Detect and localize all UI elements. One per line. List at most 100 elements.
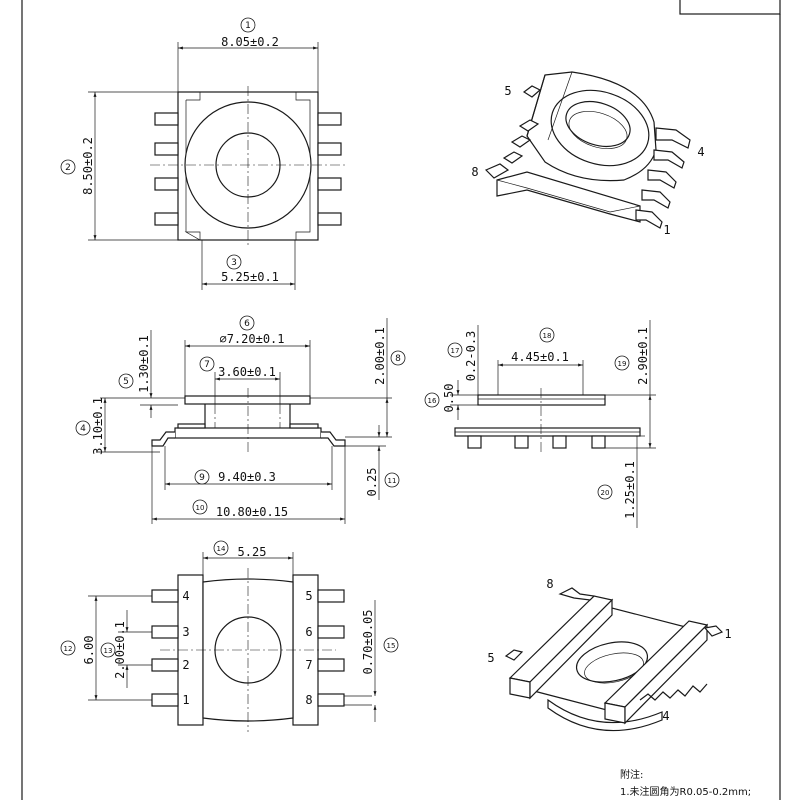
callout-circle — [60, 640, 76, 656]
dimension-text: 4.45±0.1 — [511, 350, 569, 364]
callout-circle — [60, 159, 76, 175]
side-view-top-flange — [184, 395, 311, 405]
dimension-text: 5.25±0.1 — [221, 270, 279, 284]
dimension-text: 3.10±0.1 — [91, 397, 105, 455]
callout-circle — [614, 355, 630, 371]
iso-round-base — [547, 698, 663, 732]
callout-circle — [118, 373, 134, 389]
callout-number: 12 — [64, 645, 73, 653]
callout-number: 8 — [395, 354, 401, 364]
callout-number: 17 — [451, 347, 460, 355]
callout-number: 11 — [388, 477, 397, 485]
bottom-view: 4 3 2 1 5 6 7 8 14 5.25 12 6.00 — [60, 540, 399, 732]
pin — [635, 209, 663, 229]
pin — [151, 658, 179, 672]
pin — [502, 151, 524, 164]
pin — [467, 435, 482, 449]
callout-circle — [100, 642, 116, 658]
pin — [317, 589, 345, 603]
iso-pins-left — [484, 85, 542, 179]
pin — [641, 189, 671, 209]
pin — [154, 112, 179, 126]
callout-number: 5 — [123, 377, 129, 387]
pin — [647, 169, 677, 189]
callout-circle — [240, 17, 256, 33]
top-view-pins-left — [154, 112, 179, 226]
callout-number: 4 — [80, 424, 86, 434]
dimension-14: 14 5.25 — [202, 540, 294, 582]
dimension-7: 7 3.60±0.1 — [199, 356, 281, 404]
iso-pin-label: 4 — [697, 145, 704, 159]
dimension-text: 10.80±0.15 — [216, 505, 288, 519]
iso-pin-label: 1 — [724, 627, 731, 641]
pin — [514, 435, 529, 449]
iso-core-hole — [565, 100, 631, 148]
callout-circle — [239, 315, 255, 331]
iso-pin-label: 8 — [546, 577, 553, 591]
dimension-3: 3 5.25±0.1 — [201, 240, 296, 290]
callout-number: 15 — [387, 642, 396, 650]
iso-lead — [703, 625, 724, 637]
callout-circle — [75, 420, 91, 436]
callout-circle — [390, 350, 406, 366]
dimension-6: 6 ⌀7.20±0.1 — [184, 315, 311, 396]
dimension-text: 8.50±0.2 — [81, 137, 95, 195]
callout-circle — [226, 254, 242, 270]
callout-circle — [199, 356, 215, 372]
dimension-text: 0.25 — [365, 468, 379, 497]
dimension-12: 12 6.00 — [60, 595, 152, 701]
pin — [317, 177, 342, 191]
pin — [317, 212, 342, 226]
dimension-5: 5 1.30±0.1 — [100, 330, 185, 418]
pin — [510, 135, 532, 148]
dimension-text: 6.00 — [82, 636, 96, 665]
dimension-15: 15 0.70±0.05 — [344, 600, 399, 722]
iso-core-hole-depth — [568, 111, 628, 149]
title-block-corner — [679, 0, 781, 15]
pin — [317, 658, 345, 672]
dimension-17: 17 0.2-0.3 — [447, 325, 479, 395]
isometric-view-bottom: 8 1 5 4 — [487, 577, 732, 732]
callout-circle — [192, 499, 208, 515]
dimension-18: 18 4.45±0.1 — [497, 327, 584, 395]
pin — [317, 142, 342, 156]
pin-number: 6 — [305, 625, 312, 639]
callout-circle — [213, 540, 229, 556]
pin — [151, 625, 179, 639]
notes-title: 附注: — [620, 768, 643, 781]
pin — [317, 625, 345, 639]
pin-number: 2 — [182, 658, 189, 672]
side-view: 6 ⌀7.20±0.1 7 3.60±0.1 5 1.30±0.1 4 — [75, 315, 406, 524]
pin — [154, 177, 179, 191]
pin-number: 1 — [182, 693, 189, 707]
dimension-text: 2.00±0.1 — [373, 327, 387, 385]
pin — [522, 85, 542, 98]
pin — [151, 589, 179, 603]
pin — [484, 163, 510, 179]
dimension-text: 8.05±0.2 — [221, 35, 279, 49]
dimension-text: 5.25 — [238, 545, 267, 559]
dimension-text: 3.60±0.1 — [218, 365, 276, 379]
iso-pins-right — [635, 127, 691, 229]
callout-number: 9 — [199, 473, 205, 483]
callout-number: 7 — [204, 360, 210, 370]
pin-number: 8 — [305, 693, 312, 707]
iso-flange-ring — [550, 89, 650, 167]
pin — [655, 127, 691, 149]
callout-number: 6 — [244, 319, 250, 329]
iso-pin-label: 5 — [504, 84, 511, 98]
dimension-text: 9.40±0.3 — [218, 470, 276, 484]
side-view-lead-right — [321, 431, 346, 447]
dimension-text: 1.25±0.1 — [623, 461, 637, 519]
dimension-text: 2.00±0.1 — [113, 621, 127, 679]
top-view-pins-right — [317, 112, 342, 226]
pin — [151, 693, 179, 707]
pin — [154, 212, 179, 226]
callout-circle — [447, 342, 463, 358]
pin — [317, 112, 342, 126]
iso-right-rail-front — [604, 702, 626, 724]
front-view-pins — [467, 435, 606, 449]
dimension-text: 2.90±0.1 — [636, 327, 650, 385]
front-view-top-plate — [477, 394, 606, 406]
